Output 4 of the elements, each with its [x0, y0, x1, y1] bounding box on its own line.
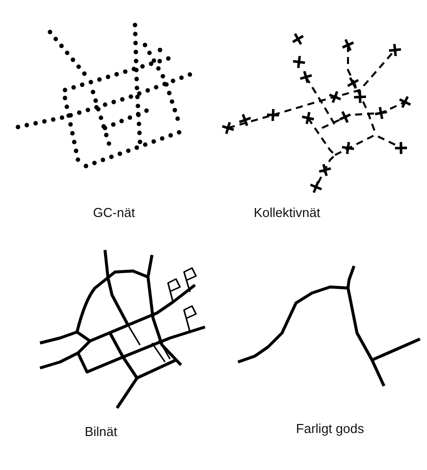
panel-caption: Farligt gods	[296, 421, 364, 436]
panel-caption: Kollektivnät	[254, 205, 320, 220]
panel-caption: Bilnät	[84, 424, 118, 439]
panel-caption: GC-nät	[93, 205, 135, 220]
